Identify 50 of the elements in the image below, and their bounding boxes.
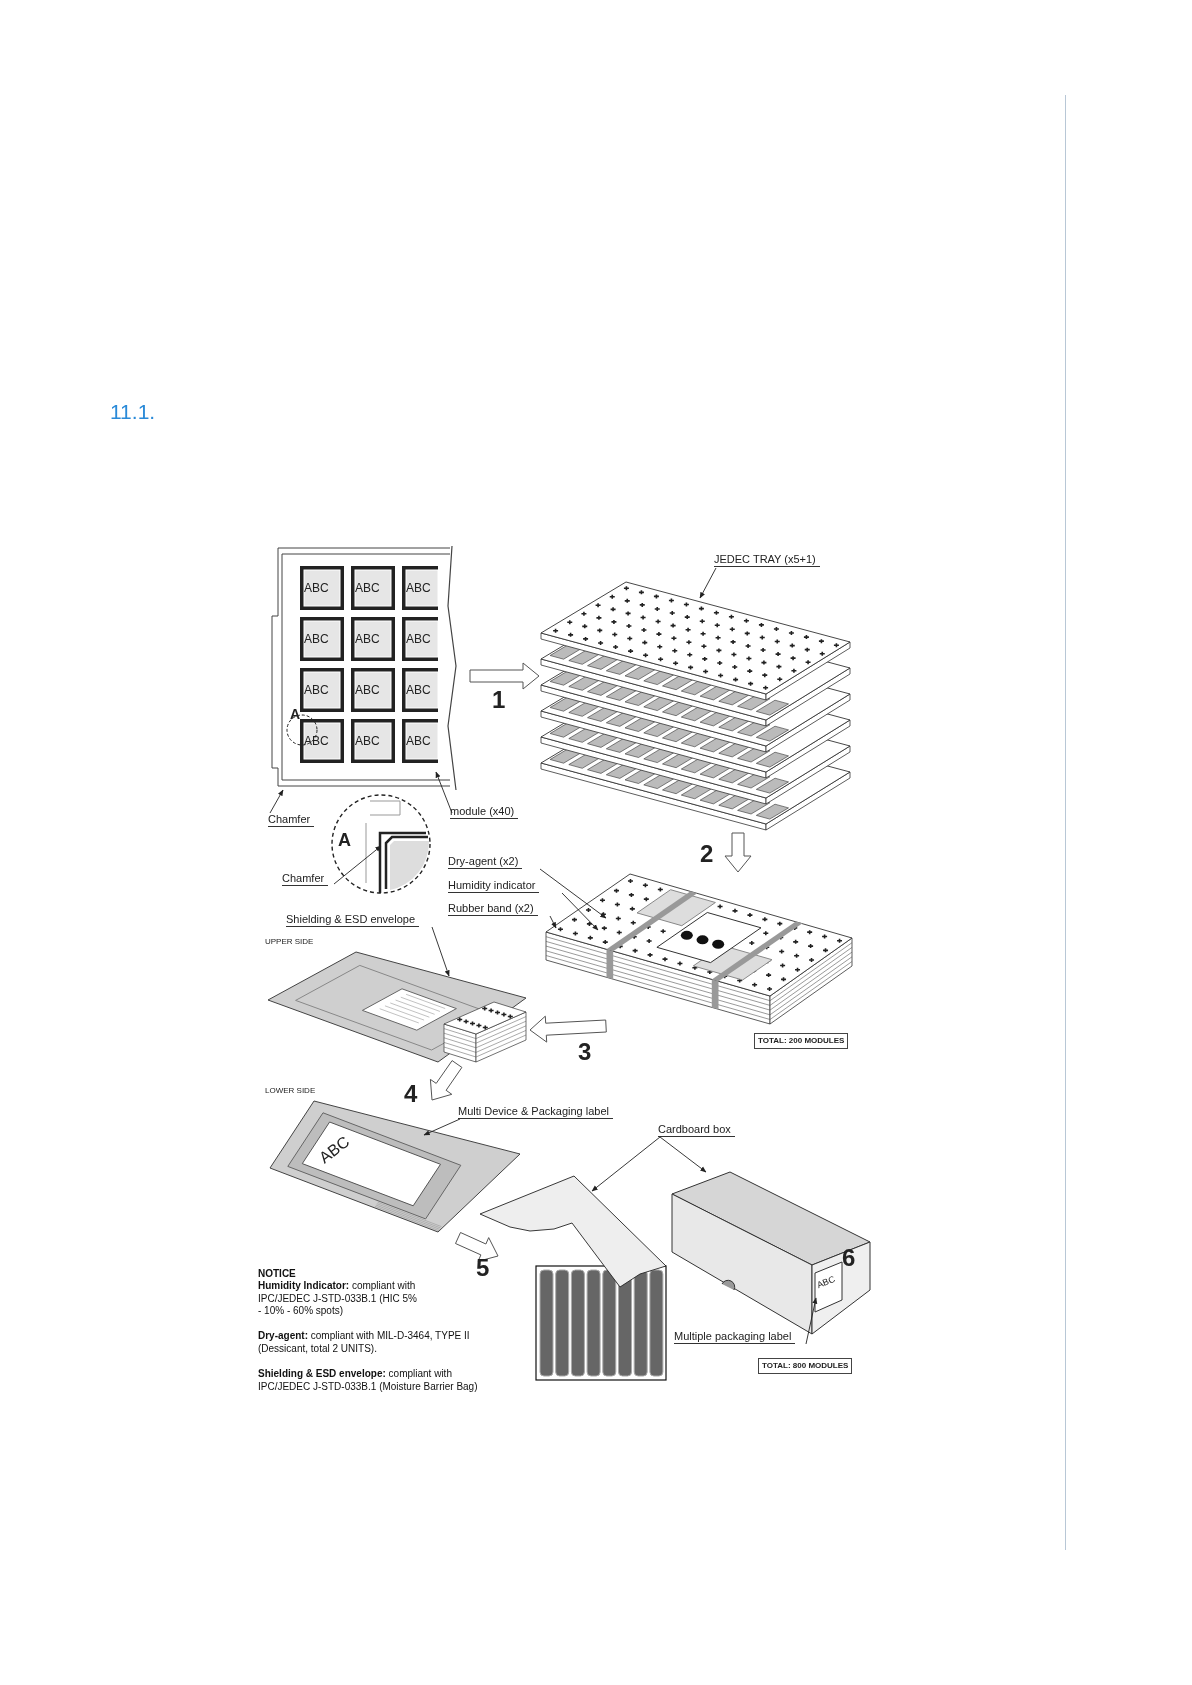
step-arrow <box>529 1015 607 1043</box>
module-text: ABC <box>406 581 431 596</box>
side-caption: LOWER SIDE <box>265 1085 316 1097</box>
notice-text: Shielding & ESD envelope: compliant with IPC/JEDEC J-STD-033B.1 (Moisture Barrier Bag) <box>258 1368 479 1393</box>
step-number: 4 <box>404 1082 418 1106</box>
notice-text: Humidity Indicator: compliant with IPC/JEDEC J-STD-033B.1 (HIC 5% - 10% - 60% spots) <box>258 1280 418 1318</box>
notice-text: Dry-agent: compliant with MIL-D-3464, TYPE II (Dessicant, total 2 UNITS). <box>258 1330 471 1355</box>
envelope-label-text: ABC <box>315 1132 354 1168</box>
module-text: ABC <box>355 683 380 698</box>
step-arrow <box>724 832 752 873</box>
callout-label: Multi Device & Packaging label <box>458 1105 614 1119</box>
module-text: ABC <box>406 632 431 647</box>
callout-label: module (x40) <box>450 805 519 819</box>
detail-letter: A <box>338 829 351 852</box>
detail-marker: A <box>290 706 301 724</box>
step-arrow <box>429 1060 463 1101</box>
callout-label: Humidity indicator <box>448 879 540 893</box>
module-text: ABC <box>304 734 329 749</box>
step-arrow <box>469 662 540 690</box>
module-text: ABC <box>355 734 380 749</box>
step-number: 2 <box>700 842 714 866</box>
stack-drawing <box>540 580 854 832</box>
module-text: ABC <box>406 683 431 698</box>
module-text: ABC <box>355 581 380 596</box>
box-label-text: ABC <box>815 1273 838 1293</box>
module-text: ABC <box>406 734 431 749</box>
module-text: ABC <box>304 683 329 698</box>
side-caption: UPPER SIDE <box>265 936 314 948</box>
total-note: TOTAL: 800 MODULES <box>758 1358 853 1374</box>
step-number: 5 <box>476 1256 490 1280</box>
step-number: 3 <box>578 1040 592 1064</box>
callout-label: Chamfer <box>282 872 329 886</box>
callout-label: Shielding & ESD envelope <box>286 913 420 927</box>
env-upper-drawing <box>268 950 530 1065</box>
total-note: TOTAL: 200 MODULES <box>754 1033 849 1049</box>
callout-label: Cardboard box <box>658 1123 735 1137</box>
step-arrow <box>455 1232 499 1262</box>
notice-heading: NOTICE <box>258 1268 296 1281</box>
callout-label: Chamfer <box>268 813 315 827</box>
callout-label: Dry-agent (x2) <box>448 855 523 869</box>
tray-drawing <box>270 546 460 790</box>
callout-label: JEDEC TRAY (x5+1) <box>714 553 820 567</box>
step-number: 6 <box>842 1243 856 1273</box>
module-text: ABC <box>304 632 329 647</box>
callout-label: Multiple packaging label <box>674 1330 796 1344</box>
section-number: 11.1. <box>110 399 156 425</box>
module-text: ABC <box>355 632 380 647</box>
step-number: 1 <box>492 688 506 712</box>
module-text: ABC <box>304 581 329 596</box>
callout-label: Rubber band (x2) <box>448 902 538 916</box>
